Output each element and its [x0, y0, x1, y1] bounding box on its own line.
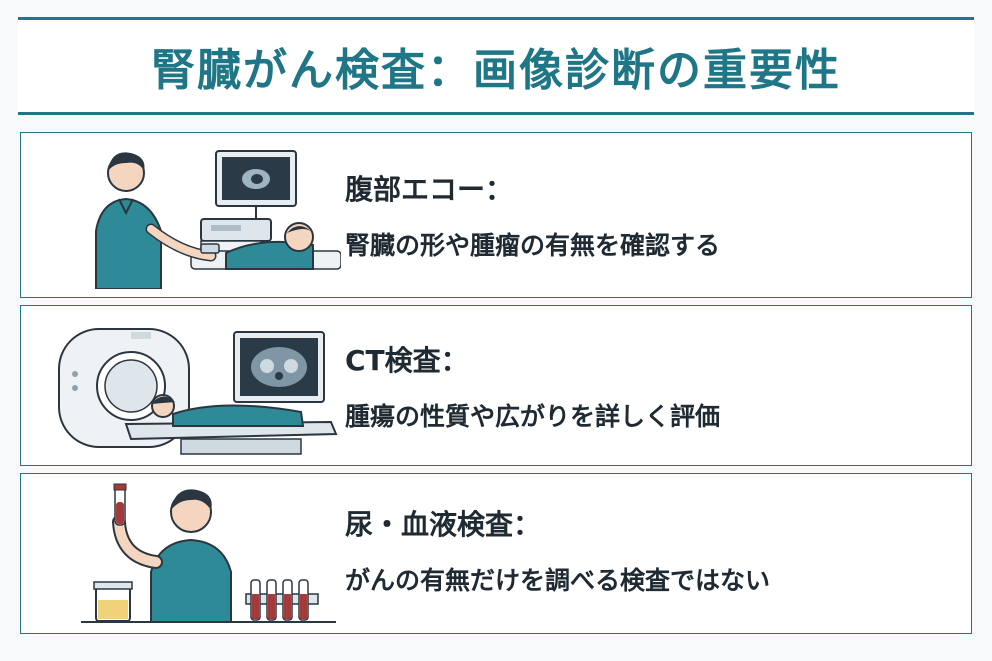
- card-lab-text: 尿・血液検査： がんの有無だけを調べる検査ではない: [345, 508, 951, 595]
- card-lab: 尿・血液検査： がんの有無だけを調べる検査ではない: [20, 473, 972, 634]
- card-description: がんの有無だけを調べる検査ではない: [345, 565, 771, 595]
- ultrasound-exam-icon: [95, 150, 341, 289]
- card-ct-text: CT検査： 腫瘍の性質や広がりを詳しく評価: [345, 344, 951, 431]
- card-description: 腫瘍の性質や広がりを詳しく評価: [345, 401, 721, 431]
- lab-test-icon: [81, 483, 336, 623]
- ct-scanner-icon: [58, 328, 338, 455]
- card-heading: CT検査：: [345, 344, 469, 377]
- title-band: 腎臓がん検査：画像診断の重要性: [18, 17, 974, 115]
- card-heading: 尿・血液検査：: [345, 508, 542, 541]
- card-ct: CT検査： 腫瘍の性質や広がりを詳しく評価: [20, 305, 972, 466]
- page-title: 腎臓がん検査：画像診断の重要性: [151, 45, 841, 96]
- card-ultrasound-text: 腹部エコー： 腎臓の形や腫瘤の有無を確認する: [345, 173, 951, 260]
- card-description: 腎臓の形や腫瘤の有無を確認する: [345, 230, 721, 260]
- card-heading: 腹部エコー：: [345, 173, 514, 206]
- card-ultrasound: 腹部エコー： 腎臓の形や腫瘤の有無を確認する: [20, 132, 972, 298]
